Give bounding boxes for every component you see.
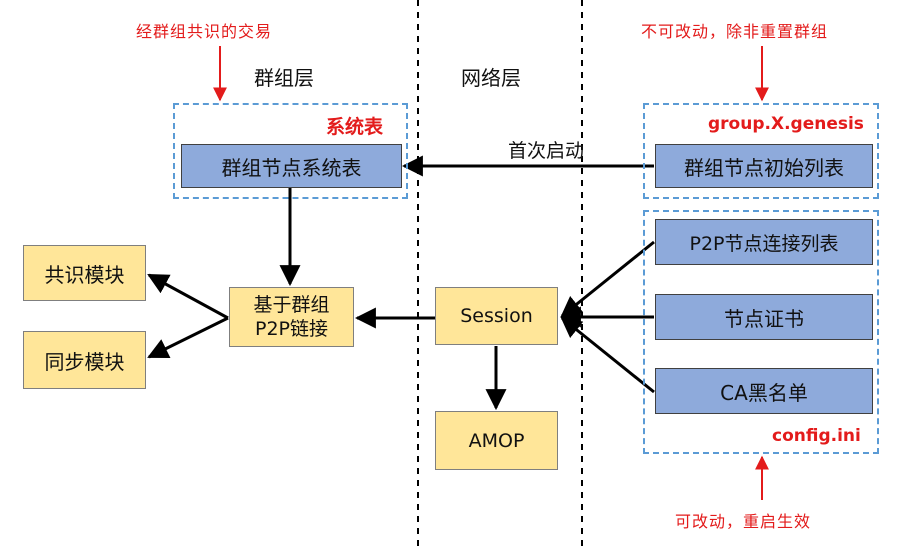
sync-module-box: 同步模块 xyxy=(23,331,146,389)
annotation-top-right: 不可改动，除非重置群组 xyxy=(641,22,829,41)
group-node-initial-list-box: 群组节点初始列表 xyxy=(655,144,873,188)
arrow-blacklist-to-session xyxy=(560,316,655,394)
arrow-p2p-link-to-consensus xyxy=(147,273,229,320)
group-p2p-link-label-line1: 基于群组 xyxy=(253,294,330,316)
genesis-group-label: group.X.genesis xyxy=(708,114,864,134)
group-node-system-table-box: 群组节点系统表 xyxy=(181,144,402,188)
amop-label: AMOP xyxy=(468,429,525,452)
sync-module-label: 同步模块 xyxy=(44,349,125,374)
ca-blacklist-box: CA黑名单 xyxy=(655,368,873,414)
node-certificate-label: 节点证书 xyxy=(724,306,804,331)
p2p-connection-list-label: P2P节点连接列表 xyxy=(689,232,839,255)
genesis-group xyxy=(643,103,879,199)
arrow-p2p-link-to-sync xyxy=(147,316,229,359)
consensus-module-label: 共识模块 xyxy=(44,262,125,287)
ca-blacklist-label: CA黑名单 xyxy=(720,380,808,405)
arrow-p2p-list-to-session xyxy=(560,240,655,318)
group-p2p-link-label-line2: P2P链接 xyxy=(254,318,328,340)
node-certificate-box: 节点证书 xyxy=(655,294,873,340)
layer-title-network: 网络层 xyxy=(461,66,521,90)
session-box: Session xyxy=(435,287,558,345)
edge-label-first-start: 首次启动 xyxy=(508,140,585,162)
layer-title-group: 群组层 xyxy=(254,66,314,90)
group-node-system-table-label: 群组节点系统表 xyxy=(221,155,362,180)
annotation-top-left: 经群组共识的交易 xyxy=(136,22,273,41)
group-node-initial-list-label: 群组节点初始列表 xyxy=(684,155,844,180)
group-p2p-link-box: 基于群组 P2P链接 xyxy=(229,287,354,347)
config-group-label: config.ini xyxy=(772,426,861,446)
amop-box: AMOP xyxy=(435,411,558,470)
consensus-module-box: 共识模块 xyxy=(23,245,146,301)
system-table-group xyxy=(173,103,408,199)
system-table-group-label: 系统表 xyxy=(326,116,384,138)
config-group xyxy=(643,210,879,454)
p2p-connection-list-box: P2P节点连接列表 xyxy=(655,219,873,265)
annotation-bottom-right: 可改动，重启生效 xyxy=(675,512,812,531)
session-label: Session xyxy=(460,305,533,327)
